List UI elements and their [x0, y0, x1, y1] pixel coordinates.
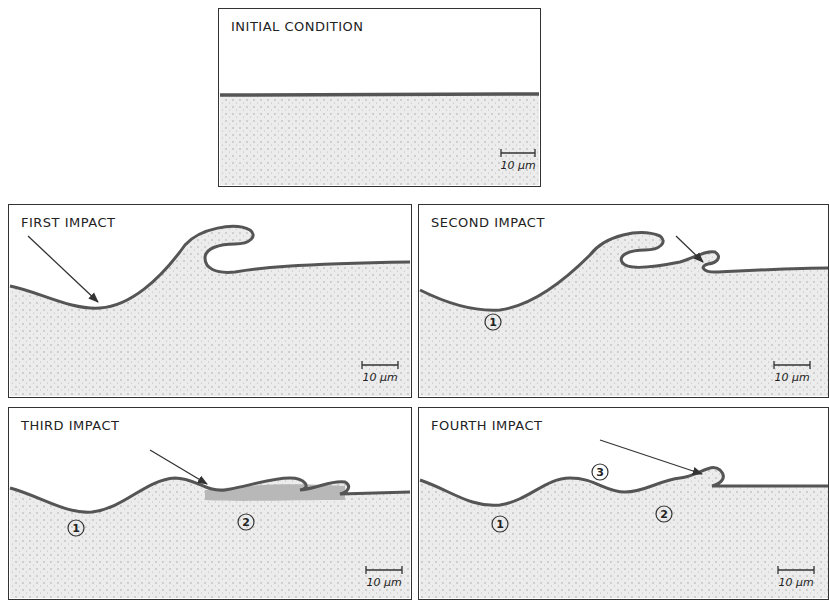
scale-label: 10 μm	[778, 577, 813, 588]
substrate-stipple	[10, 478, 410, 598]
callout-circle	[68, 520, 84, 536]
callout-circle	[492, 516, 508, 532]
impact-panel: FOURTH IMPACT	[418, 407, 829, 600]
callout-circle	[656, 506, 672, 522]
callout-number: 2	[660, 509, 668, 520]
substrate	[10, 226, 410, 396]
scale-bar	[366, 566, 402, 574]
impact-arrow	[150, 450, 207, 484]
substrate-stipple	[420, 233, 828, 396]
impact-panel: THIRD IMPACT	[8, 407, 412, 600]
second-profile	[420, 233, 828, 396]
impact-arrow	[600, 440, 702, 474]
scale-label: 10 μm	[500, 160, 535, 171]
substrate-stipple	[420, 468, 828, 598]
panel-title: FIRST IMPACT	[21, 215, 115, 230]
substrate	[10, 478, 410, 598]
impact-arrow	[28, 236, 98, 302]
scale-bar	[778, 566, 814, 574]
panel-title: THIRD IMPACT	[21, 418, 119, 433]
initial-profile	[220, 94, 539, 185]
surface-coating	[420, 233, 828, 310]
callout-number: 3	[596, 467, 604, 478]
panel-title: FOURTH IMPACT	[431, 418, 542, 433]
callout-circle	[485, 314, 501, 330]
scale-bar	[501, 149, 535, 157]
surface-coating	[10, 478, 410, 512]
callout-number: 1	[496, 519, 504, 530]
panel-title: INITIAL CONDITION	[231, 19, 364, 34]
callout-number: 1	[72, 523, 80, 534]
substrate	[220, 94, 539, 185]
substrate	[420, 233, 828, 396]
fourth-profile	[420, 440, 828, 598]
scale-bar	[774, 361, 810, 369]
scale-label: 10 μm	[366, 577, 401, 588]
impact-panel: SECOND IMPACT	[418, 204, 829, 398]
callout-number: 2	[242, 517, 250, 528]
first-profile	[10, 226, 410, 396]
scale-bar	[362, 361, 398, 369]
third-profile	[10, 450, 410, 598]
substrate	[420, 468, 828, 598]
substrate-stipple	[10, 226, 410, 396]
substrate-stipple	[220, 94, 539, 185]
impact-arrow	[676, 236, 703, 262]
panel-title: SECOND IMPACT	[431, 215, 545, 230]
scale-label: 10 μm	[362, 372, 397, 383]
callout-circle	[238, 514, 254, 530]
scale-bars	[362, 149, 814, 574]
surface-coating	[220, 94, 539, 95]
callout-circle	[592, 464, 608, 480]
surface-coating	[10, 226, 410, 308]
impact-panel: FIRST IMPACT	[8, 204, 412, 398]
impact-panel: INITIAL CONDITION	[218, 8, 541, 187]
surface-coating	[420, 468, 828, 506]
callout-number: 1	[489, 317, 497, 328]
scale-label: 10 μm	[774, 372, 809, 383]
compacted-layer	[205, 484, 345, 501]
